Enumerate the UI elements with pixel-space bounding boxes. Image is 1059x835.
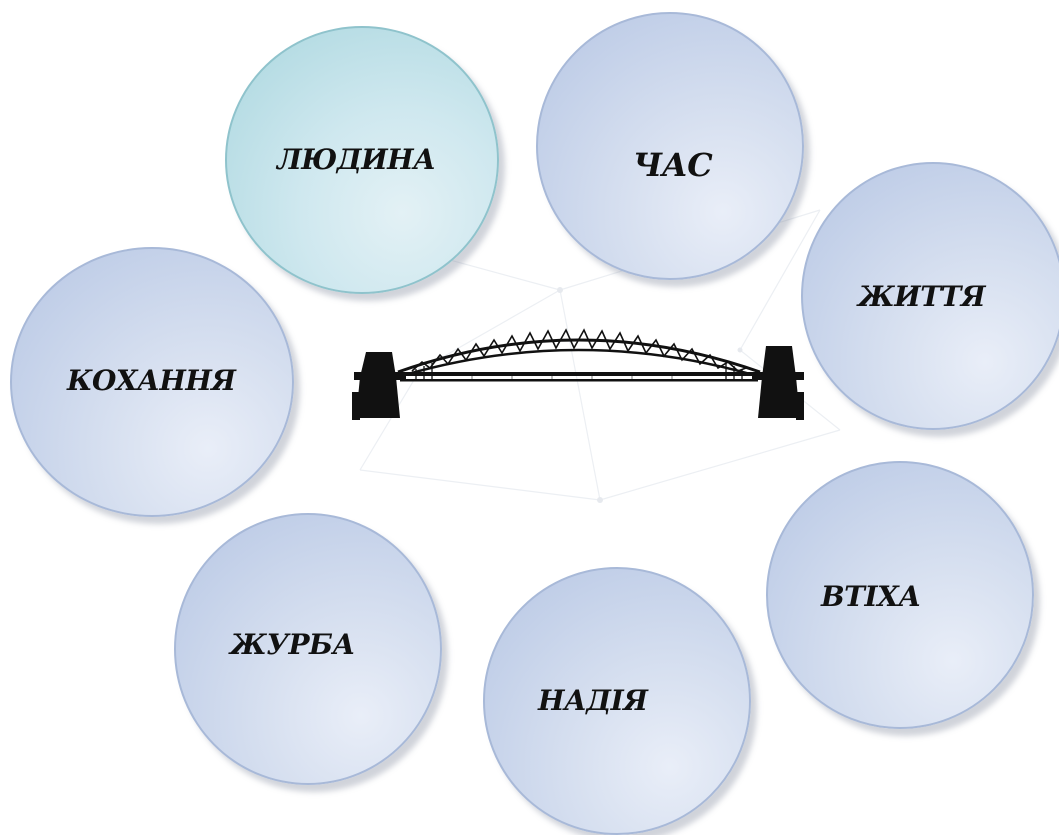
node-label-zhyttia: ЖИТТЯ [858, 280, 986, 313]
node-label-vtikha: ВТІХА [821, 580, 921, 613]
bubble-vtikha [766, 461, 1034, 729]
node-label-lyudyna: ЛЮДИНА [277, 143, 436, 176]
node-label-kokhannia: КОХАННЯ [67, 364, 236, 397]
bubble-zhyttia [801, 162, 1059, 430]
node-label-zhurba: ЖУРБА [230, 628, 355, 661]
bubble-zhurba [174, 513, 442, 785]
bridge-icon [352, 328, 804, 420]
bubble-kokhannia [10, 247, 294, 517]
node-label-chas: ЧАС [633, 146, 713, 184]
bubble-chas [536, 12, 804, 280]
node-label-nadiia: НАДІЯ [538, 684, 648, 717]
bubble-lyudyna [225, 26, 499, 294]
